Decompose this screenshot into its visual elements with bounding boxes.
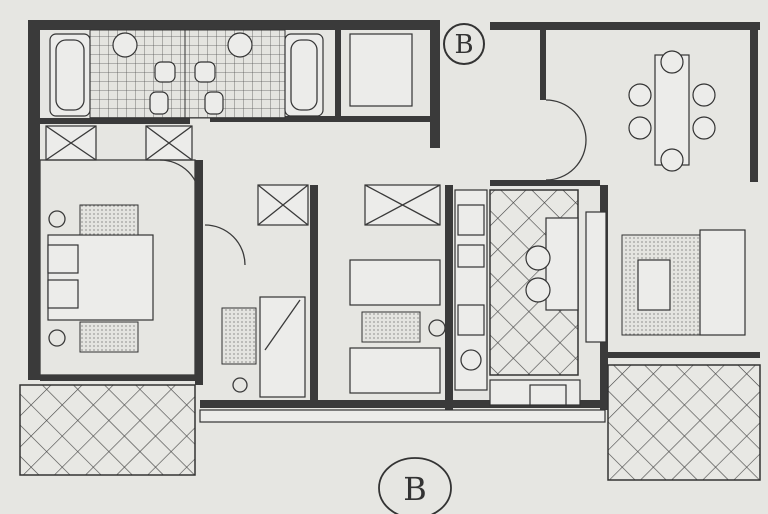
top-marker-label: B bbox=[454, 30, 473, 60]
kitchen bbox=[454, 189, 581, 406]
terrace-railing bbox=[199, 409, 606, 423]
bottom-marker-label: B bbox=[403, 470, 427, 508]
top-marker-b: B bbox=[443, 23, 485, 65]
bathroom-right bbox=[145, 29, 413, 161]
exterior-walls bbox=[28, 20, 760, 410]
living-room bbox=[545, 50, 746, 343]
bottom-marker-b: B bbox=[378, 457, 452, 514]
bedroom-master bbox=[39, 159, 201, 376]
balcony-right bbox=[607, 364, 761, 481]
bathroom-left bbox=[45, 29, 201, 161]
bedroom-middle bbox=[204, 184, 309, 398]
bedroom-twin bbox=[349, 184, 446, 394]
balcony-left bbox=[19, 384, 196, 476]
